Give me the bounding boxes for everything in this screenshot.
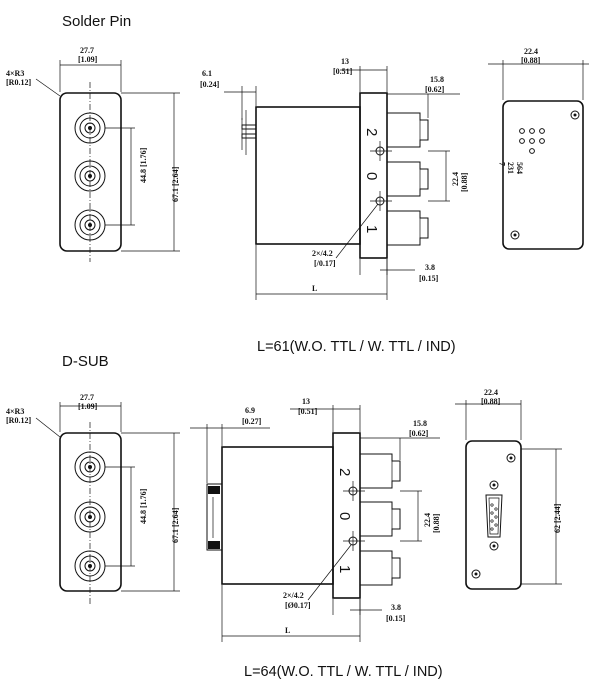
dim-e: 3.8 xyxy=(425,263,435,272)
dim-radius-in: [R0.12] xyxy=(6,416,31,425)
dim-d-in: [0.88] xyxy=(460,172,469,192)
rear-plate xyxy=(502,100,584,250)
dim-pitch: 44.8 [1.76] xyxy=(139,488,148,524)
length-caption: L=64(W.O. TTL / W. TTL / IND) xyxy=(244,664,443,680)
side-connector xyxy=(387,161,429,197)
section-d-sub: D-SUB 27.7 [1.09] 4×R3 [R0.12] xyxy=(6,353,562,680)
dim-rear-width-in: [0.88] xyxy=(481,397,501,406)
dim-hole-in: [Ø0.17] xyxy=(285,601,311,610)
side-connector xyxy=(360,501,401,537)
port-mark: 0 xyxy=(336,512,353,520)
side-view: 2 0 1 6.9 [0.27] 13 [0.51] 15.8 [0.62] xyxy=(190,397,441,642)
front-view: 27.7 [1.09] 4×R3 [R0.12] 44.8 [1.76] 67.… xyxy=(6,393,180,604)
section-title: Solder Pin xyxy=(62,13,131,30)
dim-width-in: [1.09] xyxy=(78,402,98,411)
dim-width: 27.7 xyxy=(80,393,94,402)
dsub-connector-profile xyxy=(206,483,223,551)
dim-length: L xyxy=(312,284,317,293)
dim-c: 15.8 xyxy=(430,75,444,84)
dim-radius-in: [R0.12] xyxy=(6,78,31,87)
section-solder-pin: Solder Pin 27.7 [1.09] 4×R3 [R0.12] xyxy=(6,13,589,355)
dim-a: 6.1 xyxy=(202,69,212,78)
length-caption: L=61(W.O. TTL / W. TTL / IND) xyxy=(257,339,456,355)
dim-a-in: [0.24] xyxy=(200,80,220,89)
dim-d-in: [0.88] xyxy=(432,513,441,533)
dim-b-in: [0.51] xyxy=(298,407,318,416)
dim-rear-width: 22.4 xyxy=(484,388,498,397)
dim-hole: 2×/4.2 xyxy=(283,591,304,600)
side-flange xyxy=(359,92,388,259)
port-mark: 2 xyxy=(336,468,353,476)
solder-pin-array xyxy=(519,128,545,154)
side-view: 2 0 1 6.1 [0.24] 13 [0.51] 15.8 [0.62] xyxy=(200,57,469,300)
dim-d: 22.4 xyxy=(423,513,432,527)
dim-b-in: [0.51] xyxy=(333,67,353,76)
front-connector xyxy=(74,501,106,533)
dim-height: 67.1 [2.64] xyxy=(171,166,180,202)
dim-height: 67.1 [2.64] xyxy=(171,507,180,543)
dim-hole-in: [/0.17] xyxy=(314,259,336,268)
dim-c-in: [0.62] xyxy=(409,429,429,438)
side-flange xyxy=(332,432,361,599)
dim-rear-height: 62 [2.44] xyxy=(553,503,562,533)
port-mark: 1 xyxy=(336,565,353,573)
dim-c-in: [0.62] xyxy=(425,85,445,94)
dim-radius: 4×R3 xyxy=(6,69,24,78)
side-connector xyxy=(360,550,401,586)
pin-numbers: 5642317 xyxy=(497,162,524,174)
dim-rear-width: 22.4 xyxy=(524,47,538,56)
side-body xyxy=(221,446,334,585)
port-mark: 0 xyxy=(363,172,380,180)
dim-b: 13 xyxy=(302,397,310,406)
rear-plate xyxy=(465,440,522,590)
dim-d: 22.4 xyxy=(451,172,460,186)
side-connector xyxy=(360,453,401,489)
front-plate xyxy=(59,92,122,252)
side-connector xyxy=(387,210,429,246)
section-title: D-SUB xyxy=(62,353,109,370)
dim-pitch: 44.8 [1.76] xyxy=(139,147,148,183)
dim-width-in: [1.09] xyxy=(78,55,98,64)
dim-e: 3.8 xyxy=(391,603,401,612)
dim-rear-width-in: [0.88] xyxy=(521,56,541,65)
port-mark: 1 xyxy=(363,225,380,233)
dim-radius: 4×R3 xyxy=(6,407,24,416)
dim-c: 15.8 xyxy=(413,419,427,428)
dim-length: L xyxy=(285,626,290,635)
dim-width: 27.7 xyxy=(80,46,94,55)
front-plate xyxy=(59,432,122,592)
side-body xyxy=(255,106,361,245)
dim-a-in: [0.27] xyxy=(242,417,262,426)
front-view: 27.7 [1.09] 4×R3 [R0.12] 44.8 [1.76] xyxy=(6,46,180,262)
dim-e-in: [0.15] xyxy=(386,614,406,623)
dim-b: 13 xyxy=(341,57,349,66)
dsub-connector xyxy=(485,480,503,551)
dim-hole: 2×/4.2 xyxy=(312,249,333,258)
port-mark: 2 xyxy=(363,128,380,136)
rear-view: 5642317 22.4 [0.88] xyxy=(488,47,589,250)
dim-e-in: [0.15] xyxy=(419,274,439,283)
rear-view: 22.4 [0.88] 62 [2.44] xyxy=(455,388,562,590)
side-connector xyxy=(387,112,429,148)
dim-a: 6.9 xyxy=(245,406,255,415)
